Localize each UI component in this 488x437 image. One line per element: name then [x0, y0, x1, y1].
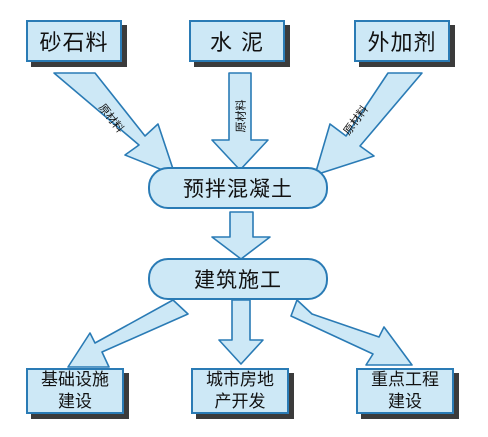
- building-construction: 建筑施工: [148, 258, 328, 300]
- arrow-sand-to-concrete: [53, 72, 176, 176]
- source-admixture: 外加剂: [354, 20, 450, 62]
- arrow-label-middle: 原材料: [234, 99, 248, 133]
- source-cement-label: 水 泥: [210, 31, 264, 56]
- arrow-cement-to-concrete: [211, 72, 269, 171]
- arrow-construction-to-infrastructure: [67, 299, 189, 368]
- arrow-construction-to-keyprojects: [290, 299, 413, 366]
- source-sand-gravel: 砂石料: [26, 20, 122, 62]
- target-real-estate-line2: 产开发: [214, 392, 266, 412]
- ready-mixed-concrete-label: 预拌混凝土: [183, 177, 293, 201]
- target-infrastructure: 基础设施 建设: [26, 368, 124, 414]
- ready-mixed-concrete: 预拌混凝土: [148, 167, 328, 209]
- arrow-concrete-to-construction: [211, 211, 271, 260]
- target-key-projects-line2: 建设: [388, 392, 422, 412]
- source-admixture-label: 外加剂: [367, 31, 437, 56]
- source-sand-gravel-label: 砂石料: [39, 31, 109, 56]
- target-key-projects-line1: 重点工程: [371, 370, 439, 390]
- arrow-admixture-to-concrete: [314, 72, 423, 176]
- target-infrastructure-line1: 基础设施: [41, 370, 109, 390]
- building-construction-label: 建筑施工: [194, 268, 282, 292]
- target-infrastructure-line2: 建设: [58, 392, 92, 412]
- target-key-projects: 重点工程 建设: [356, 368, 454, 414]
- source-cement: 水 泥: [189, 20, 285, 62]
- arrow-construction-to-realestate: [218, 299, 264, 365]
- target-real-estate-line1: 城市房地: [206, 370, 274, 390]
- target-real-estate: 城市房地 产开发: [191, 368, 289, 414]
